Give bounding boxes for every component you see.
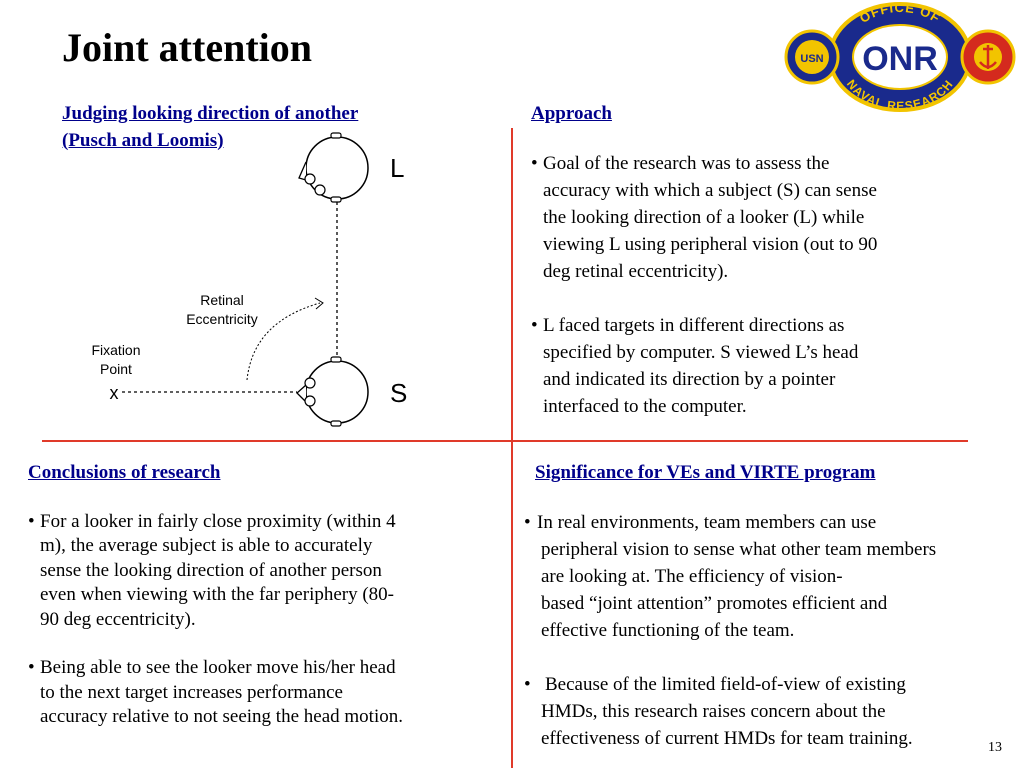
text-line: are looking at. The efficiency of vision… xyxy=(541,565,843,587)
navy-seal-text: USN xyxy=(800,53,823,65)
conclusions-bullet-2: • Being able to see the looker move his/… xyxy=(28,656,498,730)
text-line: to the next target increases performance xyxy=(40,681,343,703)
conclusions-bullets: • For a looker in fairly close proximity… xyxy=(28,510,498,730)
logo-inner xyxy=(852,24,948,90)
text-line: based “joint attention” promotes efficie… xyxy=(541,592,888,614)
conclusions-section: Conclusions of research • For a looker i… xyxy=(28,460,498,730)
navy-seal-inner xyxy=(795,40,829,74)
text-line: interfaced to the computer. xyxy=(543,395,747,417)
text-line: the looking direction of a looker (L) wh… xyxy=(543,206,865,228)
joint-attention-diagram: L S Retinal Eccentricity Fixation Point … xyxy=(91,132,407,427)
conclusions-bullet-1: • For a looker in fairly close proximity… xyxy=(28,510,498,633)
eccentricity-arc xyxy=(246,302,321,381)
text-line: sense the looking direction of another p… xyxy=(40,559,382,581)
text-line: Because of the limited field-of-view of … xyxy=(545,673,906,695)
subject-head-icon xyxy=(296,356,369,427)
text-line: even when viewing with the far periphery… xyxy=(40,584,395,606)
approach-bullet-1: • Goal of the research was to assess the… xyxy=(531,150,971,285)
text-line: L faced targets in different directions … xyxy=(543,314,845,336)
approach-heading: Approach xyxy=(531,103,612,124)
subject-label: S xyxy=(390,378,407,408)
heading-line-2: (Pusch and Loomis) xyxy=(62,129,224,151)
text-line: accuracy relative to not seeing the head… xyxy=(40,706,403,728)
arc-arrowhead-icon xyxy=(314,297,324,310)
page-number: 13 xyxy=(988,740,1002,755)
text-line: 90 deg eccentricity). xyxy=(40,608,196,630)
slide-title: Joint attention xyxy=(62,25,312,70)
fixation-label-line-1: Fixation xyxy=(91,342,140,358)
approach-bullets: • Goal of the research was to assess the… xyxy=(531,150,971,420)
bullet-icon: • xyxy=(524,511,531,533)
text-line: HMDs, this research raises concern about… xyxy=(541,700,886,722)
text-line: effectiveness of current HMDs for team t… xyxy=(541,727,913,749)
looker-head-icon xyxy=(298,132,369,203)
approach-section: Approach • Goal of the research was to a… xyxy=(531,101,971,420)
onr-logo: OFFICE OF ONR NAVAL RESEARCH USN xyxy=(784,2,1016,112)
retinal-label-line-2: Eccentricity xyxy=(186,311,258,327)
bullet-icon: • xyxy=(531,314,538,336)
bullet-icon: • xyxy=(28,657,35,679)
text-line: m), the average subject is able to accur… xyxy=(40,535,373,557)
top-left-quadrant-heading: Judging looking direction of another (Pu… xyxy=(62,101,358,154)
text-line: and indicated its direction by a pointer xyxy=(543,368,836,390)
heading-line-1: Judging looking direction of another xyxy=(62,103,359,124)
retinal-label-line-1: Retinal xyxy=(200,292,244,308)
text-line: peripheral vision to sense what other te… xyxy=(541,538,937,560)
looker-label: L xyxy=(390,153,404,183)
logo-center-text: ONR xyxy=(862,40,938,78)
fixation-marker: x xyxy=(110,383,119,403)
significance-bullet-1: • In real environments, team members can… xyxy=(524,509,1019,644)
horizontal-divider xyxy=(42,440,968,442)
text-line: deg retinal eccentricity). xyxy=(543,260,729,282)
approach-bullet-2: • L faced targets in different direction… xyxy=(531,312,971,420)
text-line: accuracy with which a subject (S) can se… xyxy=(543,179,877,201)
bullet-icon: • xyxy=(28,510,35,532)
text-line: In real environments, team members can u… xyxy=(537,511,877,533)
text-line: specified by computer. S viewed L’s head xyxy=(543,341,859,363)
significance-section: Significance for VEs and VIRTE program •… xyxy=(524,460,1019,752)
conclusions-heading: Conclusions of research xyxy=(28,462,221,483)
text-line: For a looker in fairly close proximity (… xyxy=(40,510,396,532)
text-line: Being able to see the looker move his/he… xyxy=(40,657,396,679)
text-line: effective functioning of the team. xyxy=(541,619,795,641)
fixation-label-line-2: Point xyxy=(100,361,132,377)
text-line: Goal of the research was to assess the xyxy=(543,152,830,174)
bullet-icon: • xyxy=(531,152,538,174)
text-line: viewing L using peripheral vision (out t… xyxy=(543,233,878,255)
significance-bullet-2: • Because of the limited field-of-view o… xyxy=(524,671,1019,752)
significance-heading: Significance for VEs and VIRTE program xyxy=(535,462,876,483)
bullet-icon: • xyxy=(524,673,531,695)
vertical-divider xyxy=(511,128,513,768)
significance-bullets: • In real environments, team members can… xyxy=(524,509,1019,752)
marine-anchor-icon xyxy=(979,45,997,69)
